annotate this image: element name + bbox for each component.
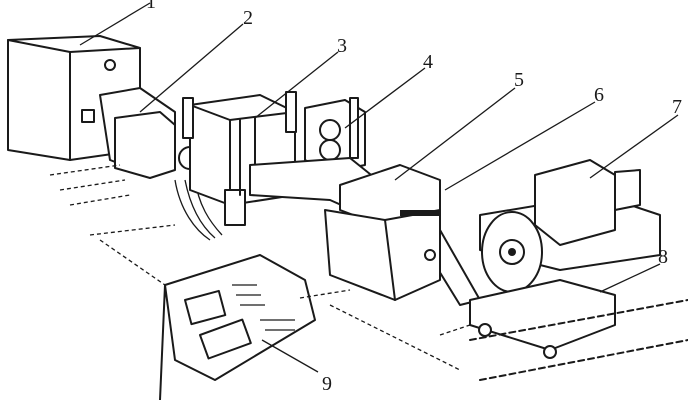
rolling-stand [182, 91, 297, 226]
flying-shear [324, 164, 441, 301]
label-1: 1 [146, 0, 156, 13]
coiler [479, 159, 661, 293]
coil-car [469, 279, 688, 381]
callouts: 1 2 3 4 5 6 7 8 9 [79, 0, 682, 395]
label-3: 3 [337, 35, 347, 57]
label-2: 2 [243, 7, 253, 29]
label-5: 5 [514, 69, 524, 91]
label-9: 9 [322, 373, 332, 395]
drive-unit [99, 87, 223, 241]
label-7: 7 [672, 96, 682, 118]
control-console [159, 254, 316, 400]
label-6: 6 [594, 84, 604, 106]
label-8: 8 [658, 246, 668, 268]
signal-lines [49, 164, 471, 371]
second-stand [304, 97, 366, 173]
label-4: 4 [423, 51, 433, 73]
